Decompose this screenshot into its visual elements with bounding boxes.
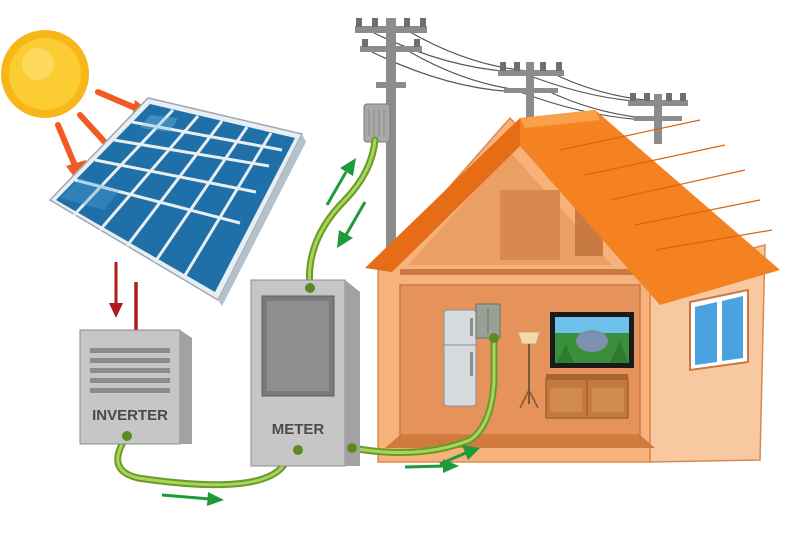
meter-label: METER — [272, 421, 325, 438]
cabinet-icon — [545, 374, 629, 419]
utility-pole-icon — [628, 93, 688, 144]
roof — [365, 110, 780, 305]
flow-arrow-icon — [161, 158, 480, 506]
refrigerator-icon — [443, 309, 477, 407]
wire-connectors — [122, 283, 499, 455]
ac-wires-highlight — [116, 138, 496, 487]
floor-lamp-icon — [517, 331, 541, 409]
window-icon — [689, 288, 749, 372]
utility-pole-icon — [498, 62, 564, 152]
solar-panel-icon — [48, 97, 306, 306]
dc-flow-arrow — [109, 262, 123, 318]
television-icon — [550, 312, 634, 368]
inverter-icon: INVERTER — [79, 329, 192, 445]
sun-icon — [1, 30, 89, 118]
meter-icon: METER — [250, 279, 360, 467]
house-icon — [365, 110, 780, 463]
inverter-label: INVERTER — [92, 407, 168, 424]
breaker-panel-icon — [475, 303, 501, 339]
transformer-icon — [363, 103, 391, 143]
utility-pole-icon — [355, 18, 427, 318]
